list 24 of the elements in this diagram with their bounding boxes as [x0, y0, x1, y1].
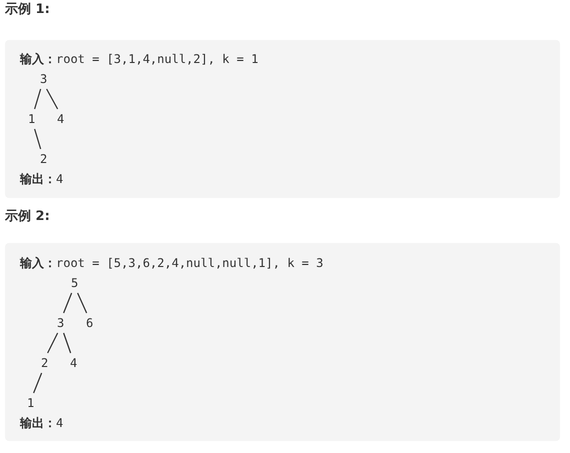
tree-node-value: 4 [70, 354, 78, 372]
tree-edge-line [34, 128, 42, 150]
input-line: 输入：root = [3,1,4,null,2], k = 1 [20, 51, 258, 68]
tree-node-value: 1 [28, 110, 36, 128]
tree-node-value: 1 [27, 394, 34, 412]
tree-node-value: 2 [40, 150, 48, 168]
tree-node-value: 3 [57, 314, 64, 332]
tree-edge-line [77, 292, 88, 314]
tree-edge-line [63, 332, 72, 354]
tree-node-value: 4 [57, 110, 64, 128]
section-heading: 示例 1: [5, 1, 50, 19]
tree-node-value: 5 [71, 274, 78, 292]
output-line: 输出：4 [20, 171, 64, 188]
tree-node-value: 6 [86, 314, 94, 332]
tree-edge-line [47, 332, 58, 354]
tree-edge-line [34, 88, 42, 110]
tree-edge-line [63, 292, 72, 314]
tree-node-value: 2 [41, 354, 48, 372]
tree-edge-line [46, 88, 58, 110]
output-line: 输出：4 [20, 415, 64, 432]
section-heading: 示例 2: [5, 208, 50, 226]
tree-edge-line [33, 372, 42, 394]
tree-node-value: 3 [40, 70, 48, 88]
input-line: 输入：root = [5,3,6,2,4,null,null,1], k = 3 [20, 255, 324, 272]
